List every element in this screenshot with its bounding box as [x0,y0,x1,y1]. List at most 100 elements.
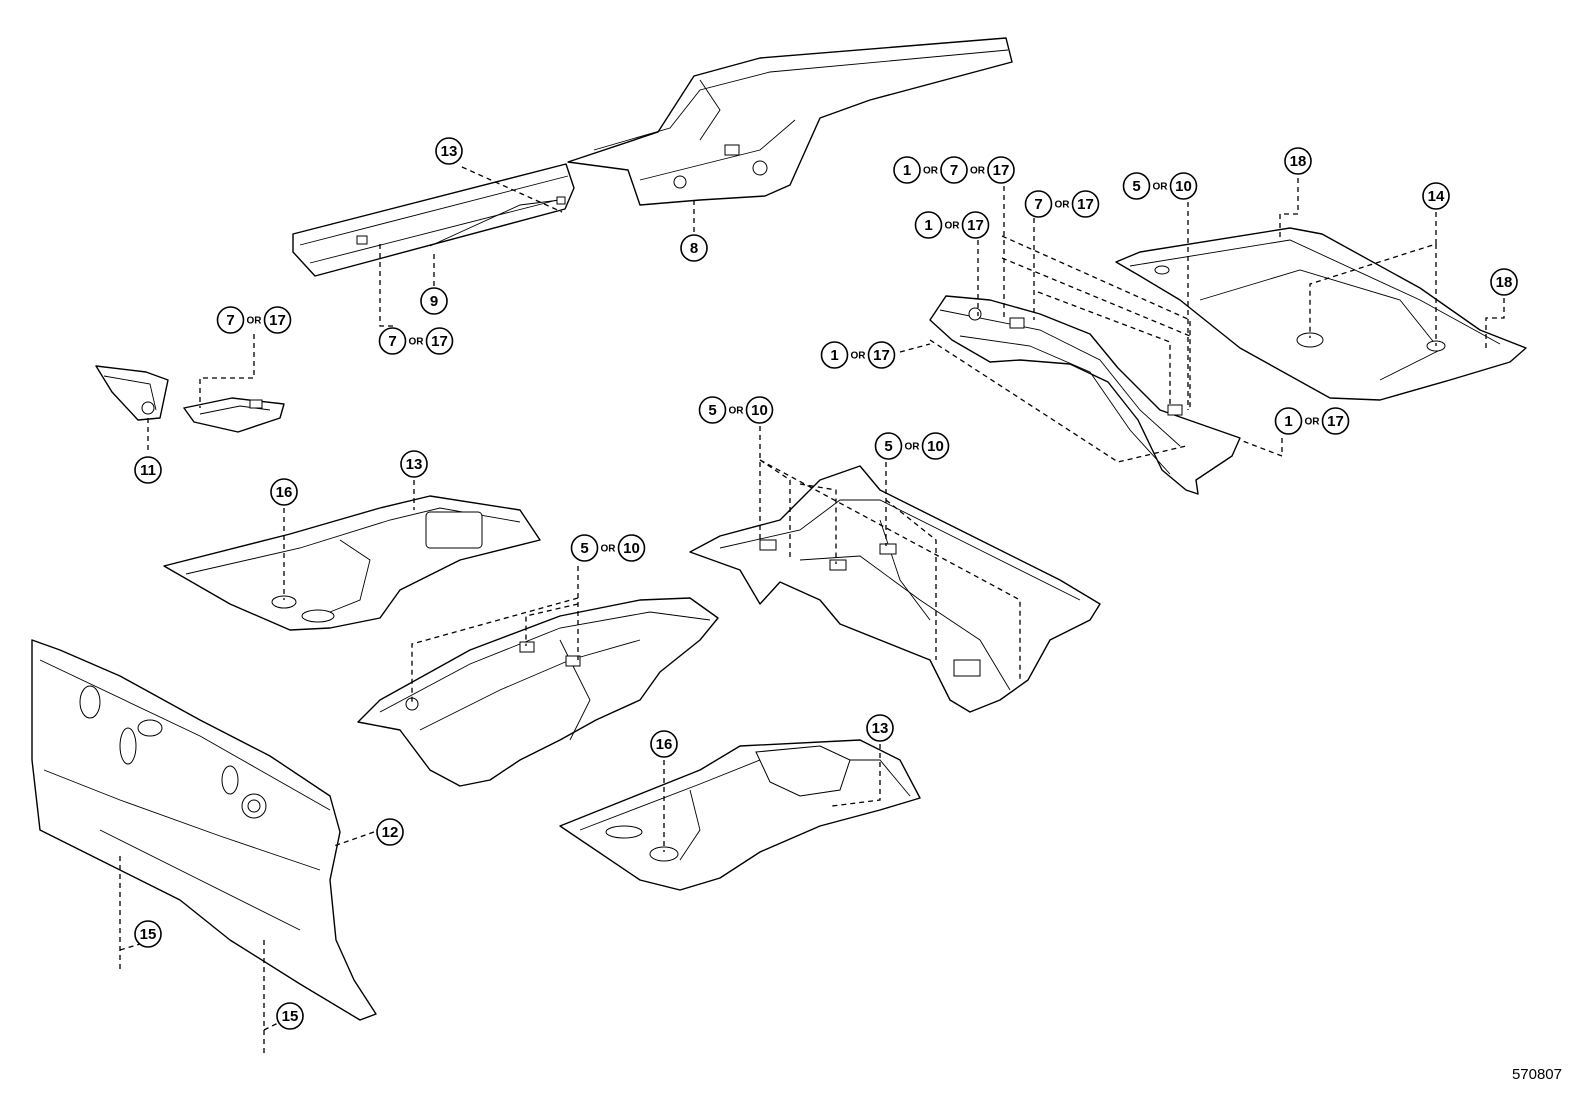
front-frame-rail-part [567,37,1013,206]
callout-number: 7 [226,312,234,329]
bracket-part-left [95,365,169,421]
callout-or-text: OR [247,316,263,327]
callout-number: 17 [873,347,890,364]
callout-circle [1321,407,1350,435]
figure-id: 570807 [1511,1066,1562,1083]
callout-circle [276,1002,304,1030]
callout-c13-mid: 13 [400,450,428,478]
callout-number: 5 [884,438,892,455]
callout-circle [263,306,292,334]
callout-number: 7 [388,333,396,350]
callout-number: 18 [1290,153,1307,170]
callout-c14: 14 [1422,182,1450,210]
front-floor-pan-left-part [163,495,541,631]
callout-or-text: OR [409,337,425,348]
callout-c8: 8 [680,234,708,262]
callout-or-text: OR [1153,182,1169,193]
callout-number: 13 [441,143,458,160]
callout-c16-left: 16 [270,478,298,506]
callout-circle [1122,172,1151,200]
callout-circle [1422,182,1450,210]
callout-c5or10-top: 5 OR 10 [1122,172,1198,200]
callout-circle [134,456,162,484]
callout-circle [1490,268,1518,296]
callout-number: 8 [690,240,698,257]
bracket-part-right [183,397,285,433]
callout-number: 9 [430,293,438,310]
callout-circle [940,156,968,184]
center-floor-tunnel-part [357,597,719,787]
callout-number: 16 [656,736,673,753]
callout-number: 10 [1175,178,1192,195]
callout-c18-a: 18 [1284,147,1312,175]
callout-c15-a: 15 [134,920,162,948]
callout-circle [987,156,1015,184]
callout-number: 17 [993,162,1010,179]
callout-circle [921,432,950,460]
callout-number: 5 [580,540,588,557]
callout-number: 17 [967,217,984,234]
callout-circle [617,534,646,562]
callout-or-text: OR [729,406,745,417]
callout-number: 13 [406,456,423,473]
callout-c13-top: 13 [435,137,463,165]
callout-number: 13 [872,720,889,737]
callout-c7or17-left: 7 OR 17 [378,327,454,355]
callout-number: 16 [276,484,293,501]
callout-circle [270,478,298,506]
callout-or-text: OR [970,166,986,177]
callout-number: 18 [1496,274,1513,291]
callout-number: 12 [382,824,399,841]
callout-circle [745,396,774,424]
callout-circle [680,234,708,262]
callout-circle [961,211,990,239]
center-floor-right-part [689,465,1101,713]
callout-circle [650,730,678,758]
leader-lines [119,166,1505,1054]
callout-number: 5 [708,402,716,419]
callout-circle [420,287,448,315]
callout-c12: 12 [376,818,404,846]
callout-number: 7 [1034,196,1042,213]
rocker-rail-part [292,163,575,277]
rear-floor-pan-part [1115,227,1527,401]
front-floor-pan-bottom-part [559,739,921,891]
callout-c9: 9 [420,287,448,315]
callout-circle [1024,190,1053,218]
callout-number: 17 [431,333,448,350]
callout-circle [914,211,943,239]
callout-number: 7 [950,162,958,179]
callout-c11: 11 [134,456,162,484]
callout-circle [400,450,428,478]
callout-number: 1 [830,347,838,364]
callout-number: 17 [269,312,286,329]
callout-c16-bottom: 16 [650,730,678,758]
callout-number: 15 [140,926,157,943]
callout-number: 5 [1132,178,1140,195]
callout-circle [874,432,903,460]
callout-circle [570,534,599,562]
dash-panel-part [31,639,377,1021]
callout-circle [867,341,896,369]
callout-number: 15 [282,1008,299,1025]
callout-or-text: OR [1305,417,1321,428]
callout-circle [216,306,245,334]
callout-circle [378,327,407,355]
callout-circle [1274,407,1303,435]
callout-number: 10 [927,438,944,455]
callout-or-text: OR [1055,200,1071,211]
callout-circle [893,156,921,184]
callout-c15-b: 15 [276,1002,304,1030]
callout-circle [425,327,454,355]
callout-number: 1 [1284,413,1292,430]
callout-c13-bottom: 13 [866,714,894,742]
